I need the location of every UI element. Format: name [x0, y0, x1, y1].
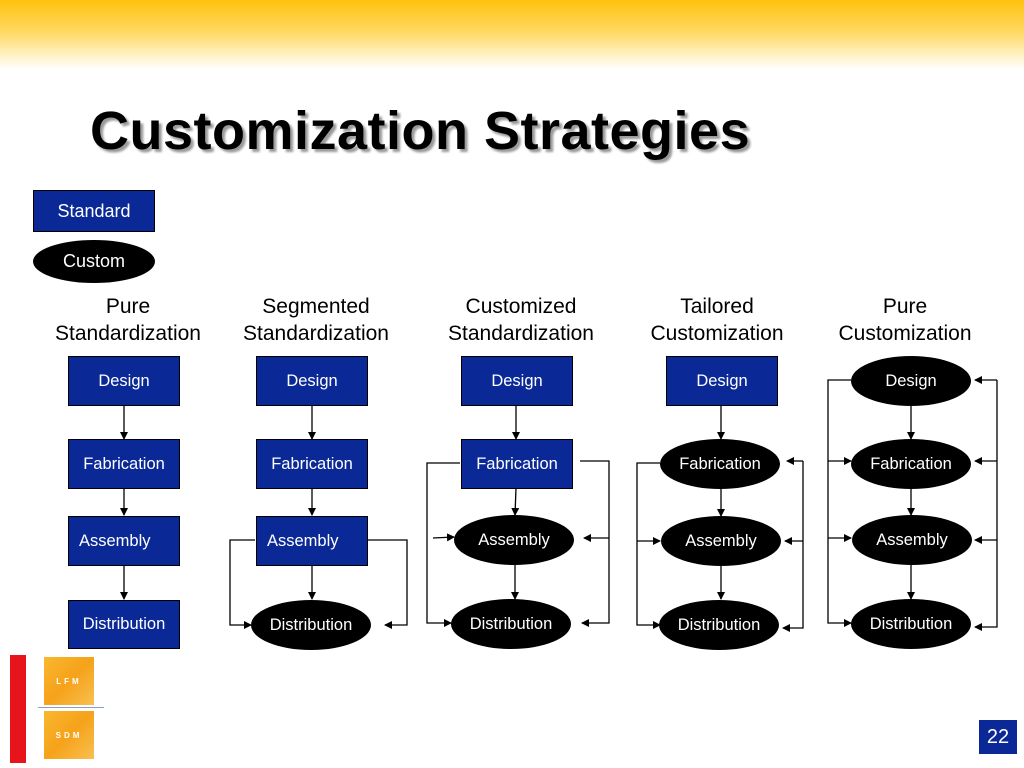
page-number: 22: [979, 720, 1017, 754]
node-fabrication: Fabrication: [68, 439, 180, 489]
node-fabrication-custom: Fabrication: [660, 439, 780, 489]
column-header-customized-standardization: Customized Standardization: [431, 293, 611, 347]
node-design: Design: [666, 356, 778, 406]
node-distribution-custom: Distribution: [659, 600, 779, 650]
column-header-line1: Tailored: [680, 295, 754, 318]
node-assembly-custom: Assembly: [661, 516, 781, 566]
column-header-pure-customization: Pure Customization: [815, 293, 995, 347]
node-assembly: Assembly: [68, 516, 180, 566]
node-distribution-custom: Distribution: [851, 599, 971, 649]
node-design: Design: [461, 356, 573, 406]
node-design: Design: [68, 356, 180, 406]
lfm-sdm-logo: LFM SDM: [8, 655, 108, 763]
node-fabrication-custom: Fabrication: [851, 439, 971, 489]
slide-title: Customization Strategies: [90, 101, 751, 161]
logo-divider: [38, 707, 104, 708]
node-distribution: Distribution: [68, 600, 180, 649]
node-design-custom: Design: [851, 356, 971, 406]
column-header-line1: Segmented: [262, 295, 370, 318]
node-assembly-custom: Assembly: [852, 515, 972, 565]
node-fabrication: Fabrication: [256, 439, 368, 489]
logo-tile-lfm: LFM: [44, 657, 94, 705]
legend-standard: Standard: [33, 190, 155, 232]
node-distribution-custom: Distribution: [251, 600, 371, 650]
column-header-line2: Standardization: [243, 322, 389, 345]
column-header-line1: Pure: [105, 295, 151, 318]
node-assembly-custom: Assembly: [454, 515, 574, 565]
column-header-line2: Customization: [838, 322, 972, 345]
legend-custom: Custom: [33, 240, 155, 283]
column-header-line2: Standardization: [448, 322, 594, 345]
column-header-tailored-customization: Tailored Customization: [627, 293, 807, 347]
column-header-segmented-standardization: Segmented Standardization: [226, 293, 406, 347]
logo-tile-sdm: SDM: [44, 711, 94, 759]
column-header-line2: Standardization: [55, 322, 201, 345]
node-fabrication: Fabrication: [461, 439, 573, 489]
column-header-line1: Customized: [465, 295, 577, 318]
node-assembly: Assembly: [256, 516, 368, 566]
node-distribution-custom: Distribution: [451, 599, 571, 649]
column-header-line1: Pure: [882, 295, 928, 318]
node-design: Design: [256, 356, 368, 406]
header-gradient-band: [0, 0, 1024, 70]
column-header-line2: Customization: [650, 322, 784, 345]
column-header-pure-standardization: Pure Standardization: [38, 293, 218, 347]
logo-red-bar: [10, 655, 26, 763]
